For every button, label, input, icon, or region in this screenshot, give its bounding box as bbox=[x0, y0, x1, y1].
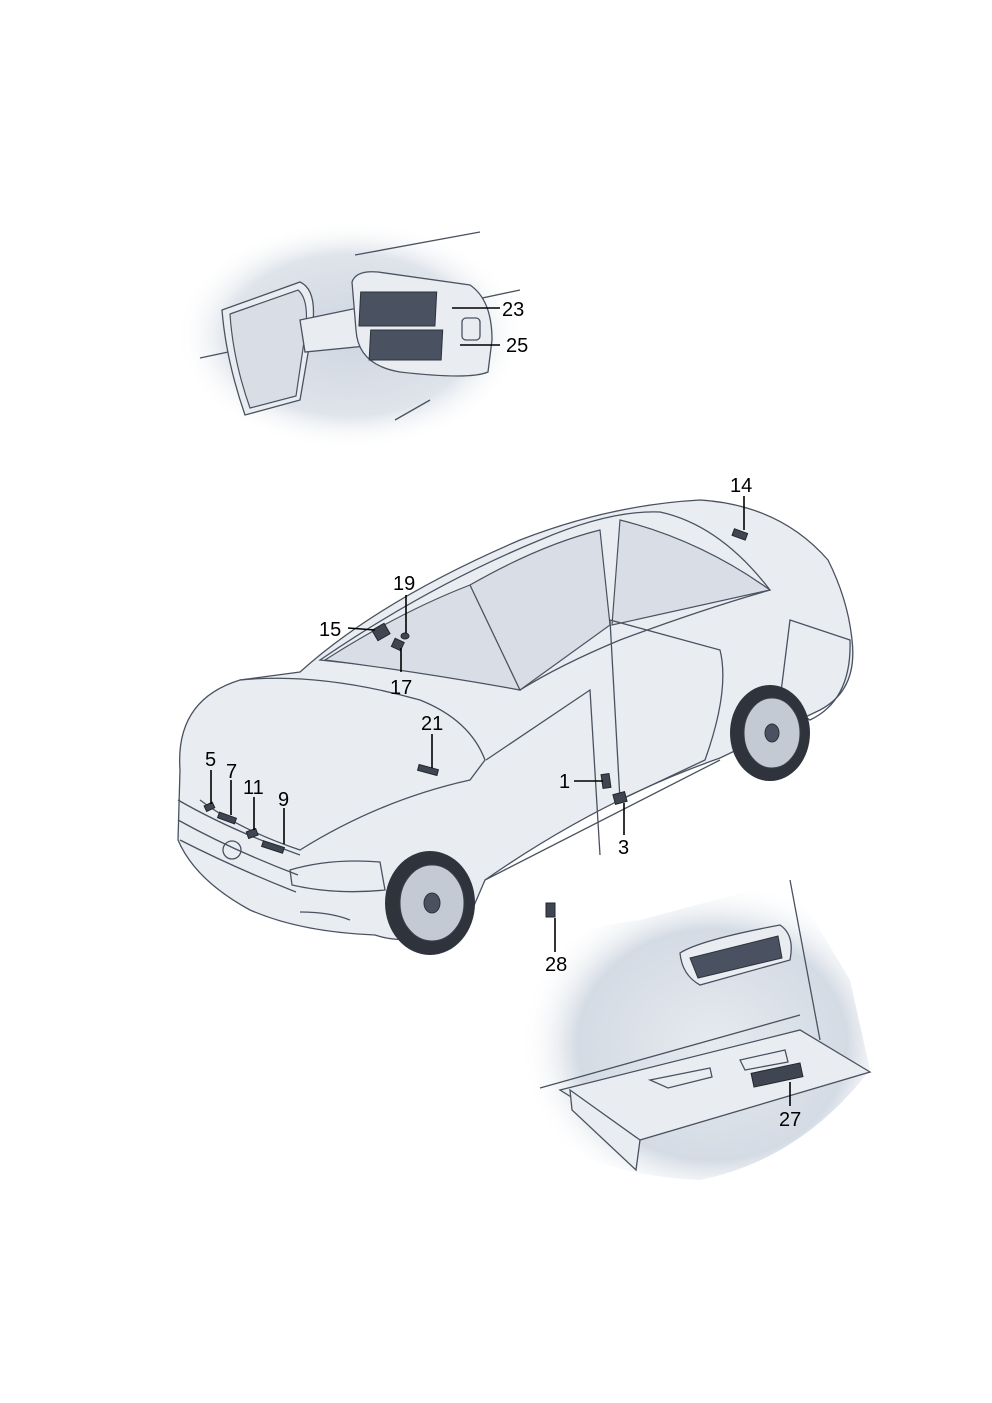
car-body-icon bbox=[177, 499, 854, 955]
callout-3: 3 bbox=[618, 837, 629, 859]
callout-21: 21 bbox=[421, 713, 443, 735]
callout-17: 17 bbox=[390, 677, 412, 699]
callout-19: 19 bbox=[393, 573, 415, 595]
callout-9: 9 bbox=[278, 789, 289, 811]
callout-11: 11 bbox=[243, 777, 264, 799]
callout-25: 25 bbox=[506, 335, 528, 357]
glovebox-detail-icon bbox=[519, 879, 872, 1180]
callout-27: 27 bbox=[779, 1109, 801, 1131]
fuel-flap-detail-icon bbox=[175, 220, 525, 450]
callout-23: 23 bbox=[502, 299, 524, 321]
callout-15: 15 bbox=[319, 619, 341, 641]
callout-1: 1 bbox=[559, 771, 570, 793]
leader-lines bbox=[210, 307, 791, 1106]
callout-7: 7 bbox=[226, 761, 237, 783]
sticker-28-icon bbox=[545, 902, 556, 918]
callout-14: 14 bbox=[730, 475, 752, 497]
callout-5: 5 bbox=[205, 749, 216, 771]
callout-28: 28 bbox=[545, 954, 567, 976]
